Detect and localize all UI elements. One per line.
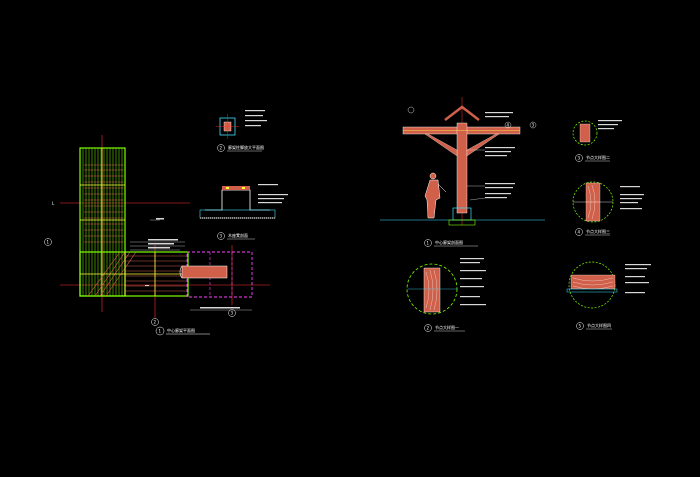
elev-title: 中心廊架剖面图 (435, 239, 463, 245)
plan-note-blocks (145, 218, 240, 309)
node-detail-4: 4 节点大样图三 (572, 181, 644, 236)
detail-3-title: 节点大样图二 (586, 154, 610, 160)
plan-grid-bubble (151, 318, 159, 326)
plan-wood-slats (84, 164, 124, 243)
elev-title-number: 1 (427, 241, 430, 246)
detail-3-number: 3 (578, 156, 581, 161)
pavilion-plan-view: L 1 2 3 1 中心廊架平面图 (44, 135, 270, 336)
plan-title-number: 1 (159, 329, 162, 334)
detail-2-title: 节点大样图一 (435, 324, 459, 330)
plan-bench (181, 265, 228, 279)
pavilion-elevation: 3 4 1 中心廊架剖面图 (380, 97, 545, 247)
elev-notes (485, 112, 515, 199)
detail-4-number: 4 (578, 230, 581, 235)
node-detail-5: 5 节点大样图四 (566, 261, 651, 330)
plan-green-hatch (82, 148, 123, 296)
bench-section-detail: 3 木座凳剖面 (199, 184, 288, 240)
node-detail-3: 3 节点大样图二 (572, 120, 622, 162)
plan-grid-bubble-label: 3 (231, 311, 234, 316)
column-base-plan-detail: 2 廊架柱脚放大平面图 (216, 110, 267, 152)
plan-grid-bubble (44, 238, 52, 246)
plan-title-bubble (155, 326, 165, 336)
human-scale-figure (424, 172, 447, 219)
plan-grid-bubble (228, 309, 236, 317)
detail-2-number: 2 (427, 326, 430, 331)
node-detail-2: 2 节点大样图一 (406, 258, 486, 332)
detail-5-number: 5 (579, 324, 582, 329)
elev-marker: 3 (532, 123, 535, 128)
plan-beams (80, 148, 125, 296)
detail-b-title: 木座凳剖面 (228, 232, 248, 238)
detail-5-title: 节点大样图四 (587, 322, 611, 328)
plan-leaders (130, 219, 252, 311)
plan-grid-bubble-label: 1 (47, 240, 50, 245)
elev-marker: 4 (507, 123, 510, 128)
plan-beams-h (80, 252, 188, 296)
plan-axis-marker: L (52, 201, 55, 206)
detail-b-number: 3 (220, 234, 223, 239)
detail-4-title: 节点大样图三 (586, 228, 610, 234)
plan-title: 中心廊架平面图 (167, 327, 195, 333)
detail-a-number: 2 (220, 146, 223, 151)
plan-wood-slats-h (87, 251, 186, 297)
plan-grid-bubble-label: 2 (154, 320, 157, 325)
detail-a-title: 廊架柱脚放大平面图 (228, 144, 264, 150)
